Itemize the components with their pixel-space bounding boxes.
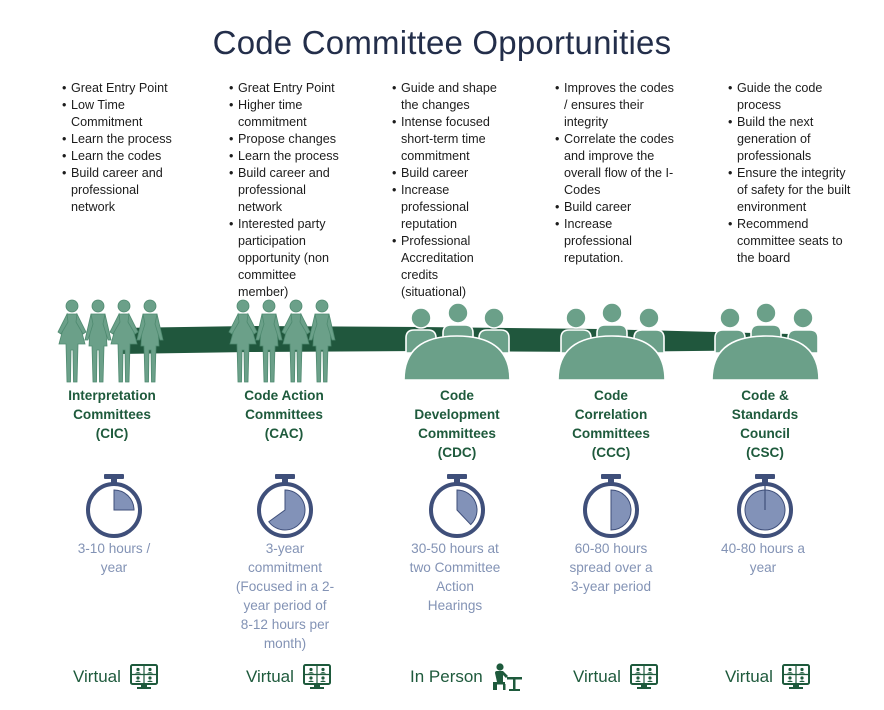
bullet: Professional Accreditation credits (situ… [392,233,504,301]
time-commitment-ccc: 60-80 hours spread over a 3-year period [569,541,653,594]
stopwatch-icon [583,474,639,538]
committee-name-cic: Interpretation Committees (CIC) [68,388,156,441]
bullet: Build career and professional network [62,165,182,216]
bullet: Great Entry Point [229,80,347,97]
committee-name-ccc: Code Correlation Committees (CCC) [572,388,650,460]
bullet: Low Time Commitment [62,97,182,131]
stopwatch-fill [456,489,478,526]
meeting-mode-csc: Virtual [725,662,811,692]
stopwatch-fill [268,489,306,531]
bullet: Increase professional reputation. [555,216,680,267]
bullet: Build career [555,199,680,216]
in-person-meeting-icon [492,663,522,691]
bullet: Propose changes [229,131,347,148]
time-commitment-cac: 3-year commitment (Focused in a 2- year … [235,541,335,651]
bullet: Guide and shape the changes [392,80,504,114]
bullet: Learn the process [229,148,347,165]
bullet: Higher time commitment [229,97,347,131]
meeting-table-icon-ccc [557,302,666,381]
bullet: Ensure the integrity of safety for the b… [728,165,853,216]
virtual-meeting-icon [129,664,158,689]
stopwatch-fill [610,489,632,531]
meeting-mode-cac: Virtual [246,662,332,692]
bullet: Great Entry Point [62,80,182,97]
bullet: Interested party participation opportuni… [229,216,347,301]
bullet: Correlate the codes and improve the over… [555,131,680,199]
stopwatch-icon [429,474,485,538]
committee-name-csc: Code & Standards Council (CSC) [731,388,799,460]
meeting-mode-ccc: Virtual [573,662,659,692]
bullet: Learn the codes [62,148,182,165]
bullet: Improves the codes / ensures their integ… [555,80,680,131]
bullet: Guide the code process [728,80,853,114]
bullets-cdc: Guide and shape the changes Intense focu… [392,80,504,301]
bullet: Build career and professional network [229,165,347,216]
time-commitment-cic: 3-10 hours / year [77,541,151,575]
bullet: Recommend committee seats to the board [728,216,853,267]
meeting-table-icon-cdc [403,302,511,381]
group-people-icon-cic [57,299,164,383]
bullet: Learn the process [62,131,182,148]
page-title: Code Committee Opportunities [212,24,672,61]
meeting-table-icon-csc [711,302,820,381]
committee-name-cac: Code Action Committees (CAC) [244,388,324,441]
time-commitment-csc: 40-80 hours a year [721,541,805,575]
stopwatch-icon [737,474,793,538]
meeting-mode-cdc: In Person [410,662,523,692]
bullets-ccc: Improves the codes / ensures their integ… [555,80,680,267]
bullet: Build career [392,165,504,182]
stopwatch-fill [113,489,135,511]
virtual-meeting-icon [302,664,331,689]
virtual-meeting-icon [629,664,658,689]
committee-name-cdc: Code Development Committees (CDC) [414,388,500,460]
bullet: Increase professional reputation [392,182,504,233]
committee-band [57,299,820,383]
bullets-cic: Great Entry Point Low Time Commitment Le… [62,80,182,216]
bullets-cac: Great Entry Point Higher time commitment… [229,80,347,301]
meeting-mode-cic: Virtual [73,662,159,692]
time-commitment-cdc: 30-50 hours at two Committee Action Hear… [409,541,501,613]
bullet: Build the next generation of professiona… [728,114,853,165]
stopwatch-icon [257,474,313,538]
virtual-meeting-icon [781,664,810,689]
bullets-csc: Guide the code process Build the next ge… [728,80,853,267]
stopwatch-icon [86,474,142,538]
bullet: Intense focused short-term time commitme… [392,114,504,165]
